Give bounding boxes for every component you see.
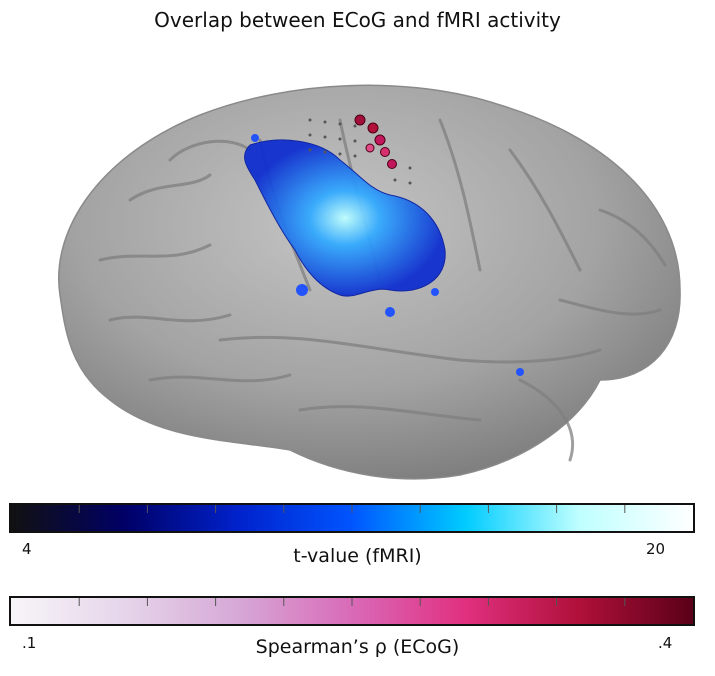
fmri-colorbar-gradient	[11, 505, 693, 531]
ecog-colorbar-gradient	[11, 598, 693, 624]
ecog-colorbar-axis-label: Spearman’s ρ (ECoG)	[255, 636, 460, 658]
fmri-colorbar-max-label: 20	[646, 540, 666, 558]
ecog-colorbar-min-label: .1	[22, 634, 37, 652]
brain-render	[58, 84, 681, 480]
ecog-significant-electrodes	[354, 114, 397, 169]
fmri-activation-cluster	[244, 134, 524, 376]
fmri-colorbar-min-label: 4	[22, 540, 32, 558]
fmri-colorbar	[9, 503, 695, 533]
ecog-colorbar-max-label: .4	[658, 634, 673, 652]
figure-title: Overlap between ECoG and fMRI activity	[154, 8, 561, 32]
brain-figure	[40, 80, 700, 490]
sulci	[98, 118, 667, 462]
ecog-colorbar	[9, 596, 695, 626]
ecog-electrode-grid	[308, 118, 412, 185]
fmri-colorbar-axis-label: t-value (fMRI)	[293, 545, 422, 567]
